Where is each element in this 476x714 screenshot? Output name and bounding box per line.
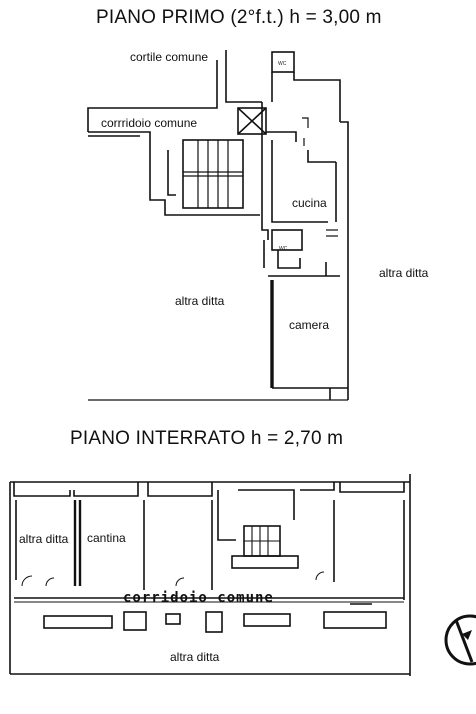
basement-floor-title: PIANO INTERRATO h = 2,70 m bbox=[70, 428, 344, 449]
kitchen-label: cucina bbox=[292, 196, 327, 210]
basement-corridor-label: corridoio comune bbox=[123, 590, 274, 606]
north-arrow-icon bbox=[444, 614, 476, 666]
cellar-label: cantina bbox=[87, 531, 126, 545]
basement-other-left-label: altra ditta bbox=[19, 532, 69, 546]
upper-floor-plan bbox=[87, 50, 349, 401]
bedroom-label: camera bbox=[289, 318, 330, 332]
upper-floor-title: PIANO PRIMO (2°f.t.) h = 3,00 m bbox=[96, 7, 382, 28]
upper-other-right-label: altra ditta bbox=[379, 266, 429, 280]
upper-corridor-label: corrridoio comune bbox=[101, 116, 198, 130]
basement-other-bottom-label: altra ditta bbox=[170, 650, 220, 664]
courtyard-label: cortile comune bbox=[130, 50, 209, 64]
wc-mid-label: WC bbox=[279, 246, 288, 252]
wc-top-label: WC bbox=[278, 61, 287, 67]
upper-other-left-label: altra ditta bbox=[175, 294, 225, 308]
